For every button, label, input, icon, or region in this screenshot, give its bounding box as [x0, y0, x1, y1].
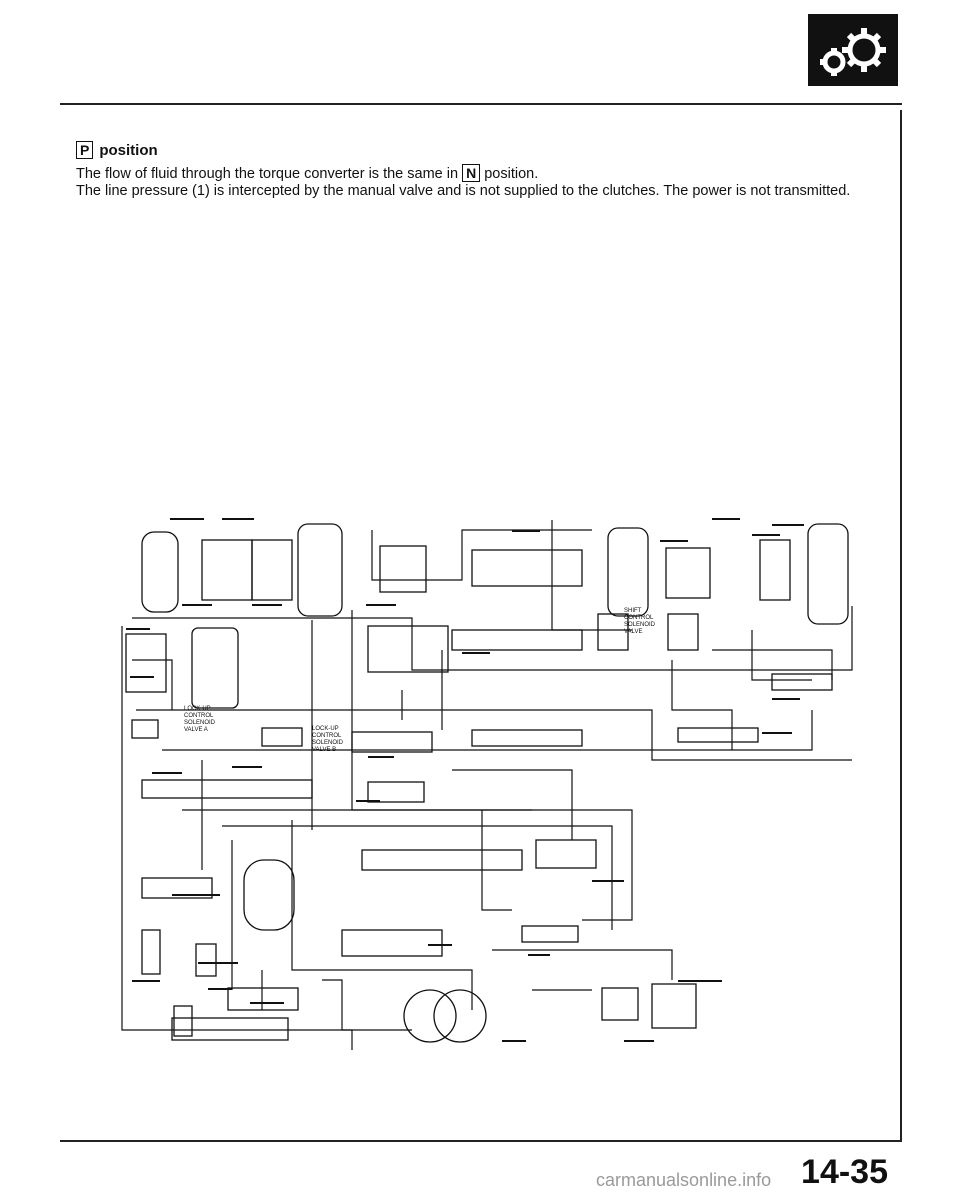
oil-cooler: [173, 1005, 193, 1037]
solenoid-b: [667, 613, 699, 651]
lockup-timing-valve: [141, 877, 213, 899]
solenoid-valve-a: [131, 719, 159, 739]
torque-converter: [243, 859, 295, 931]
clutch-3rd-left: [125, 633, 167, 693]
regulator-valve: [341, 929, 443, 957]
clutch-low: [251, 539, 293, 601]
label-lockup-b: LOCK-UP CONTROL SOLENOID VALVE B: [312, 726, 345, 753]
right-rule: [900, 110, 902, 1140]
throttle-valve: [601, 987, 639, 1021]
dpc-valve: [367, 781, 425, 803]
accumulator-low: [297, 523, 343, 617]
top-rule: [60, 103, 902, 105]
shift timing-valve: [677, 727, 759, 743]
oil-pump-gear-2: [433, 989, 487, 1043]
clutch-4th: [201, 539, 253, 601]
cpc-valve: [771, 673, 833, 691]
oil-strainer: [171, 1017, 289, 1041]
line1-text: The flow of fluid through the torque con…: [76, 166, 459, 182]
solenoid-a: [597, 613, 629, 651]
accumulator-3rd: [607, 527, 649, 617]
modulator-valve: [521, 925, 579, 943]
cooler-check-valve: [195, 943, 217, 977]
lockup-shift-valve: [141, 779, 313, 799]
solenoid-valve-b: [261, 727, 303, 747]
shift-valve-3-4: [471, 729, 583, 747]
clutch-2nd: [665, 547, 711, 599]
cooler-relief-valve: [141, 929, 161, 975]
heading-position-box: P: [76, 141, 94, 159]
line1-end: position.: [484, 166, 539, 182]
label-shift-control: SHIFT CONTROL SOLENOID VALVE: [624, 608, 657, 635]
oil-pump-gear-1: [403, 989, 457, 1043]
clutch-3rd: [759, 539, 791, 601]
cpc-valve-mid: [351, 731, 433, 753]
linear-solenoid: [651, 983, 697, 1029]
label-lockup-a: LOCK-UP CONTROL SOLENOID VALVE A: [184, 706, 217, 733]
heading-text: position: [99, 141, 158, 159]
watermark: carmanualsonline.info: [596, 1170, 772, 1190]
manual-valve: [361, 849, 523, 871]
page-number: 14-35: [801, 1153, 888, 1191]
hydraulic-circuit-diagram: LOCK-UP CONTROL SOLENOID VALVE A LOCK-UP…: [121, 518, 853, 1050]
servo-valve: [367, 625, 449, 673]
clutch-lc: [379, 545, 427, 593]
description-line-1: The flow of fluid through the torque con…: [76, 164, 538, 182]
manual-valve-body: [535, 839, 597, 869]
shift-valve-1-2: [451, 629, 583, 651]
bottom-rule: [60, 1140, 902, 1142]
accumulator-2nd: [807, 523, 849, 625]
shift-valve-2-3: [471, 549, 583, 587]
relief-valve: [227, 987, 299, 1011]
line1-position-box: N: [462, 164, 481, 182]
section-heading: P position: [76, 141, 158, 159]
description-line-2: The line pressure (1) is intercepted by …: [76, 183, 851, 199]
transmission-gear-icon: [808, 14, 898, 86]
accumulator-4th: [141, 531, 179, 613]
accumulator-mid: [191, 627, 239, 709]
